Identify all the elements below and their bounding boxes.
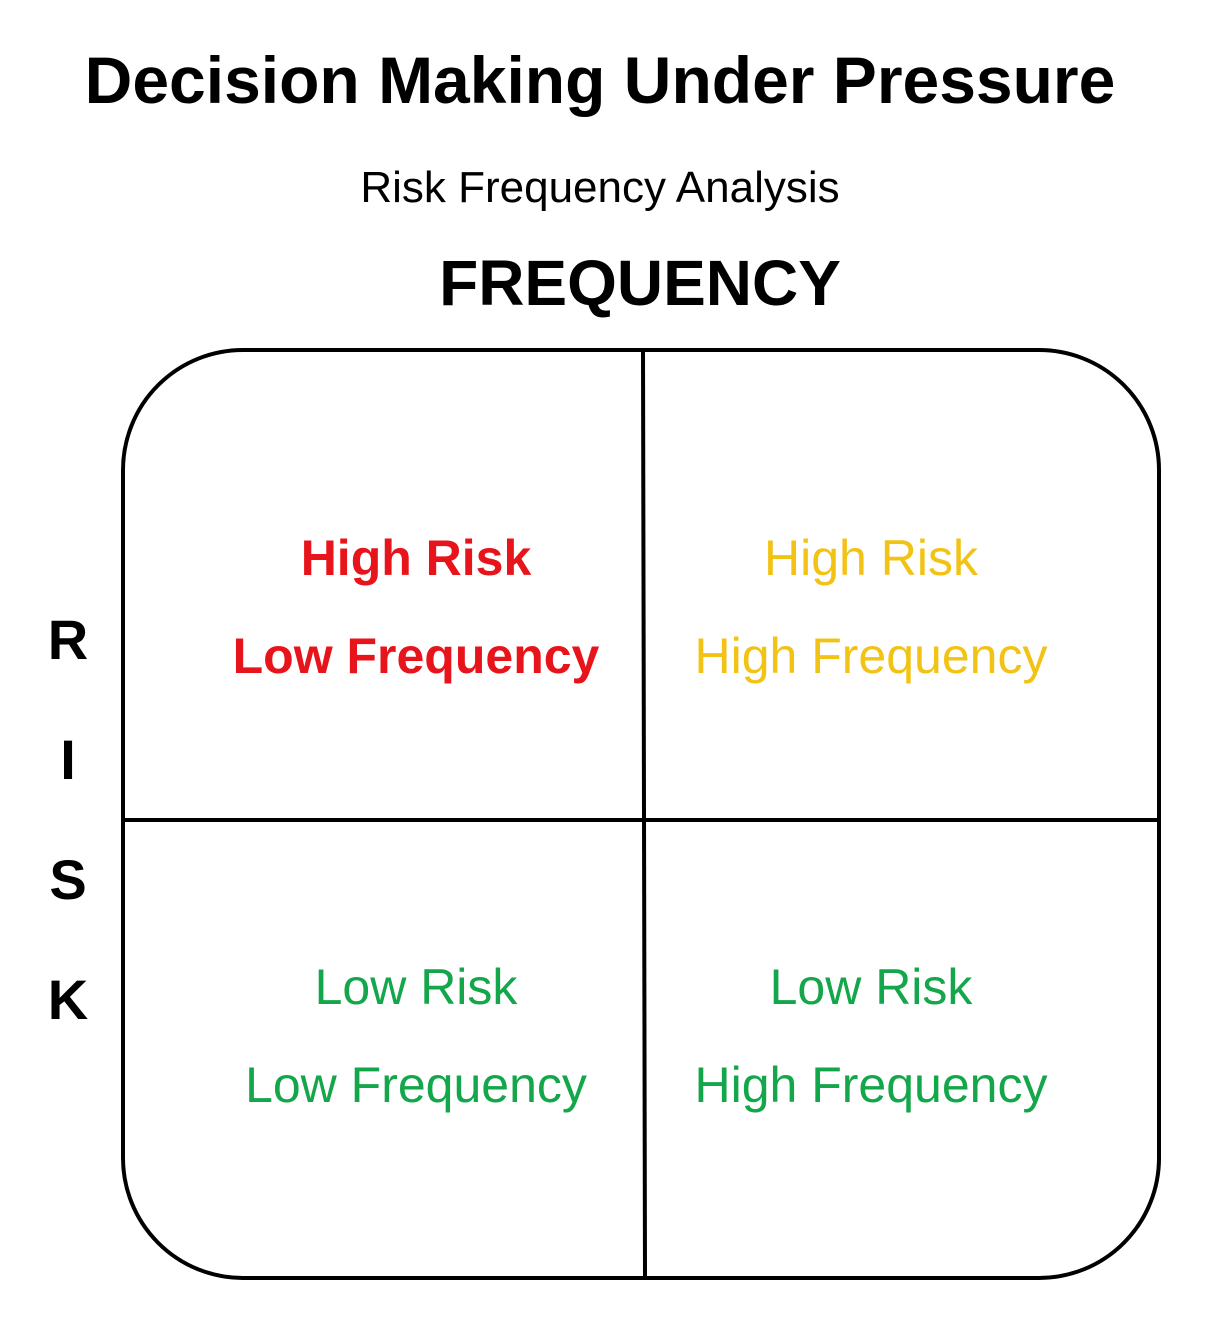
- risk-axis-label: R I S K: [20, 600, 116, 1050]
- quadrant-high-risk-low-frequency: High Risk Low Frequency: [166, 527, 666, 687]
- quadrant-low-risk-low-frequency: Low Risk Low Frequency: [166, 956, 666, 1116]
- quadrant-frequency-label: High Frequency: [694, 1057, 1048, 1113]
- matrix-outline: [121, 348, 1161, 1280]
- quadrant-low-risk-high-frequency: Low Risk High Frequency: [621, 956, 1121, 1116]
- quadrant-frequency-label: High Frequency: [694, 628, 1048, 684]
- risk-letter-s: S: [49, 848, 87, 911]
- page-subtitle: Risk Frequency Analysis: [360, 163, 840, 212]
- risk-letter-i: I: [60, 728, 76, 791]
- matrix-vertical-divider: [641, 349, 647, 1279]
- quadrant-risk-label: High Risk: [764, 530, 978, 586]
- risk-letter-r: R: [47, 608, 89, 671]
- quadrant-risk-label: High Risk: [300, 530, 532, 586]
- page-title: Decision Making Under Pressure: [84, 43, 1116, 117]
- quadrant-high-risk-high-frequency: High Risk High Frequency: [621, 527, 1121, 687]
- quadrant-frequency-label: Low Frequency: [245, 1057, 587, 1113]
- risk-letter-k: K: [47, 968, 89, 1031]
- frequency-axis-label: FREQUENCY: [439, 247, 841, 319]
- quadrant-risk-label: Low Risk: [769, 959, 973, 1015]
- quadrant-risk-label: Low Risk: [314, 959, 518, 1015]
- quadrant-frequency-label: Low Frequency: [232, 628, 600, 684]
